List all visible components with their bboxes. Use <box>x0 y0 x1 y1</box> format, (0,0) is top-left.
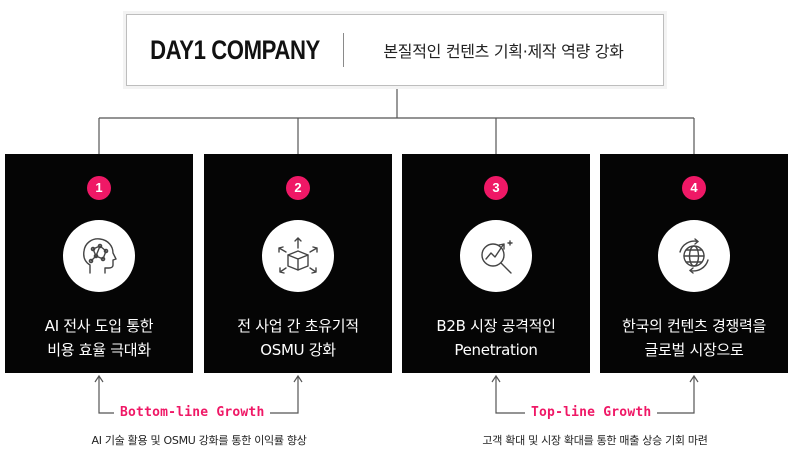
step-number-badge: 4 <box>682 176 706 200</box>
arrow-up-icon <box>491 374 501 383</box>
arrow-up-icon <box>94 374 104 383</box>
card-title: AI 전사 도입 통한 비용 효율 극대화 <box>5 314 193 362</box>
company-header: DAY1 COMPANY 본질적인 컨텐츠 기획·제작 역량 강화 <box>126 14 664 86</box>
card-title-line: 비용 효율 극대화 <box>47 341 151 359</box>
card-title: 한국의 컨텐츠 경쟁력을 글로벌 시장으로 <box>600 314 788 362</box>
strategy-card-2: 2 전 사업 간 초유기적 OSMU 강화 <box>204 154 392 373</box>
header-divider <box>343 33 344 67</box>
step-number-badge: 1 <box>87 176 111 200</box>
header-tagline: 본질적인 컨텐츠 기획·제작 역량 강화 <box>383 42 624 61</box>
ai-brain-head-icon <box>63 220 135 292</box>
bottom-line-growth-label: Bottom-line Growth <box>114 402 271 424</box>
card-title-line: 전 사업 간 초유기적 <box>237 317 359 335</box>
card-title: 전 사업 간 초유기적 OSMU 강화 <box>204 314 392 362</box>
arrow-up-icon <box>293 374 303 383</box>
card-title-line: OSMU 강화 <box>260 341 336 359</box>
card-title-line: 글로벌 시장으로 <box>644 341 744 359</box>
top-line-growth-caption: 고객 확대 및 시장 확대를 통한 매출 상승 기회 마련 <box>482 434 708 447</box>
growth-chart-magnifier-icon <box>460 220 532 292</box>
globe-arrows-icon <box>658 220 730 292</box>
step-number-badge: 2 <box>286 176 310 200</box>
strategy-card-4: 4 한국의 컨텐츠 경쟁력을 글로벌 시장으로 <box>600 154 788 373</box>
card-title-line: Penetration <box>454 341 538 359</box>
card-title-line: AI 전사 도입 통한 <box>44 317 154 335</box>
bottom-line-growth-caption: AI 기술 활용 및 OSMU 강화를 통한 이익률 향상 <box>91 434 307 447</box>
top-line-growth-label: Top-line Growth <box>525 402 658 424</box>
arrow-up-icon <box>689 374 699 383</box>
strategy-card-1: 1 AI 전사 도입 통한 비용 효율 극대화 <box>5 154 193 373</box>
strategy-card-3: 3 B2B 시장 공격적인 Penetration <box>402 154 590 373</box>
box-arrows-icon <box>262 220 334 292</box>
card-title: B2B 시장 공격적인 Penetration <box>402 314 590 362</box>
company-name: DAY1 COMPANY <box>150 34 320 65</box>
step-number-badge: 3 <box>484 176 508 200</box>
card-title-line: B2B 시장 공격적인 <box>436 317 556 335</box>
card-title-line: 한국의 컨텐츠 경쟁력을 <box>622 317 766 335</box>
